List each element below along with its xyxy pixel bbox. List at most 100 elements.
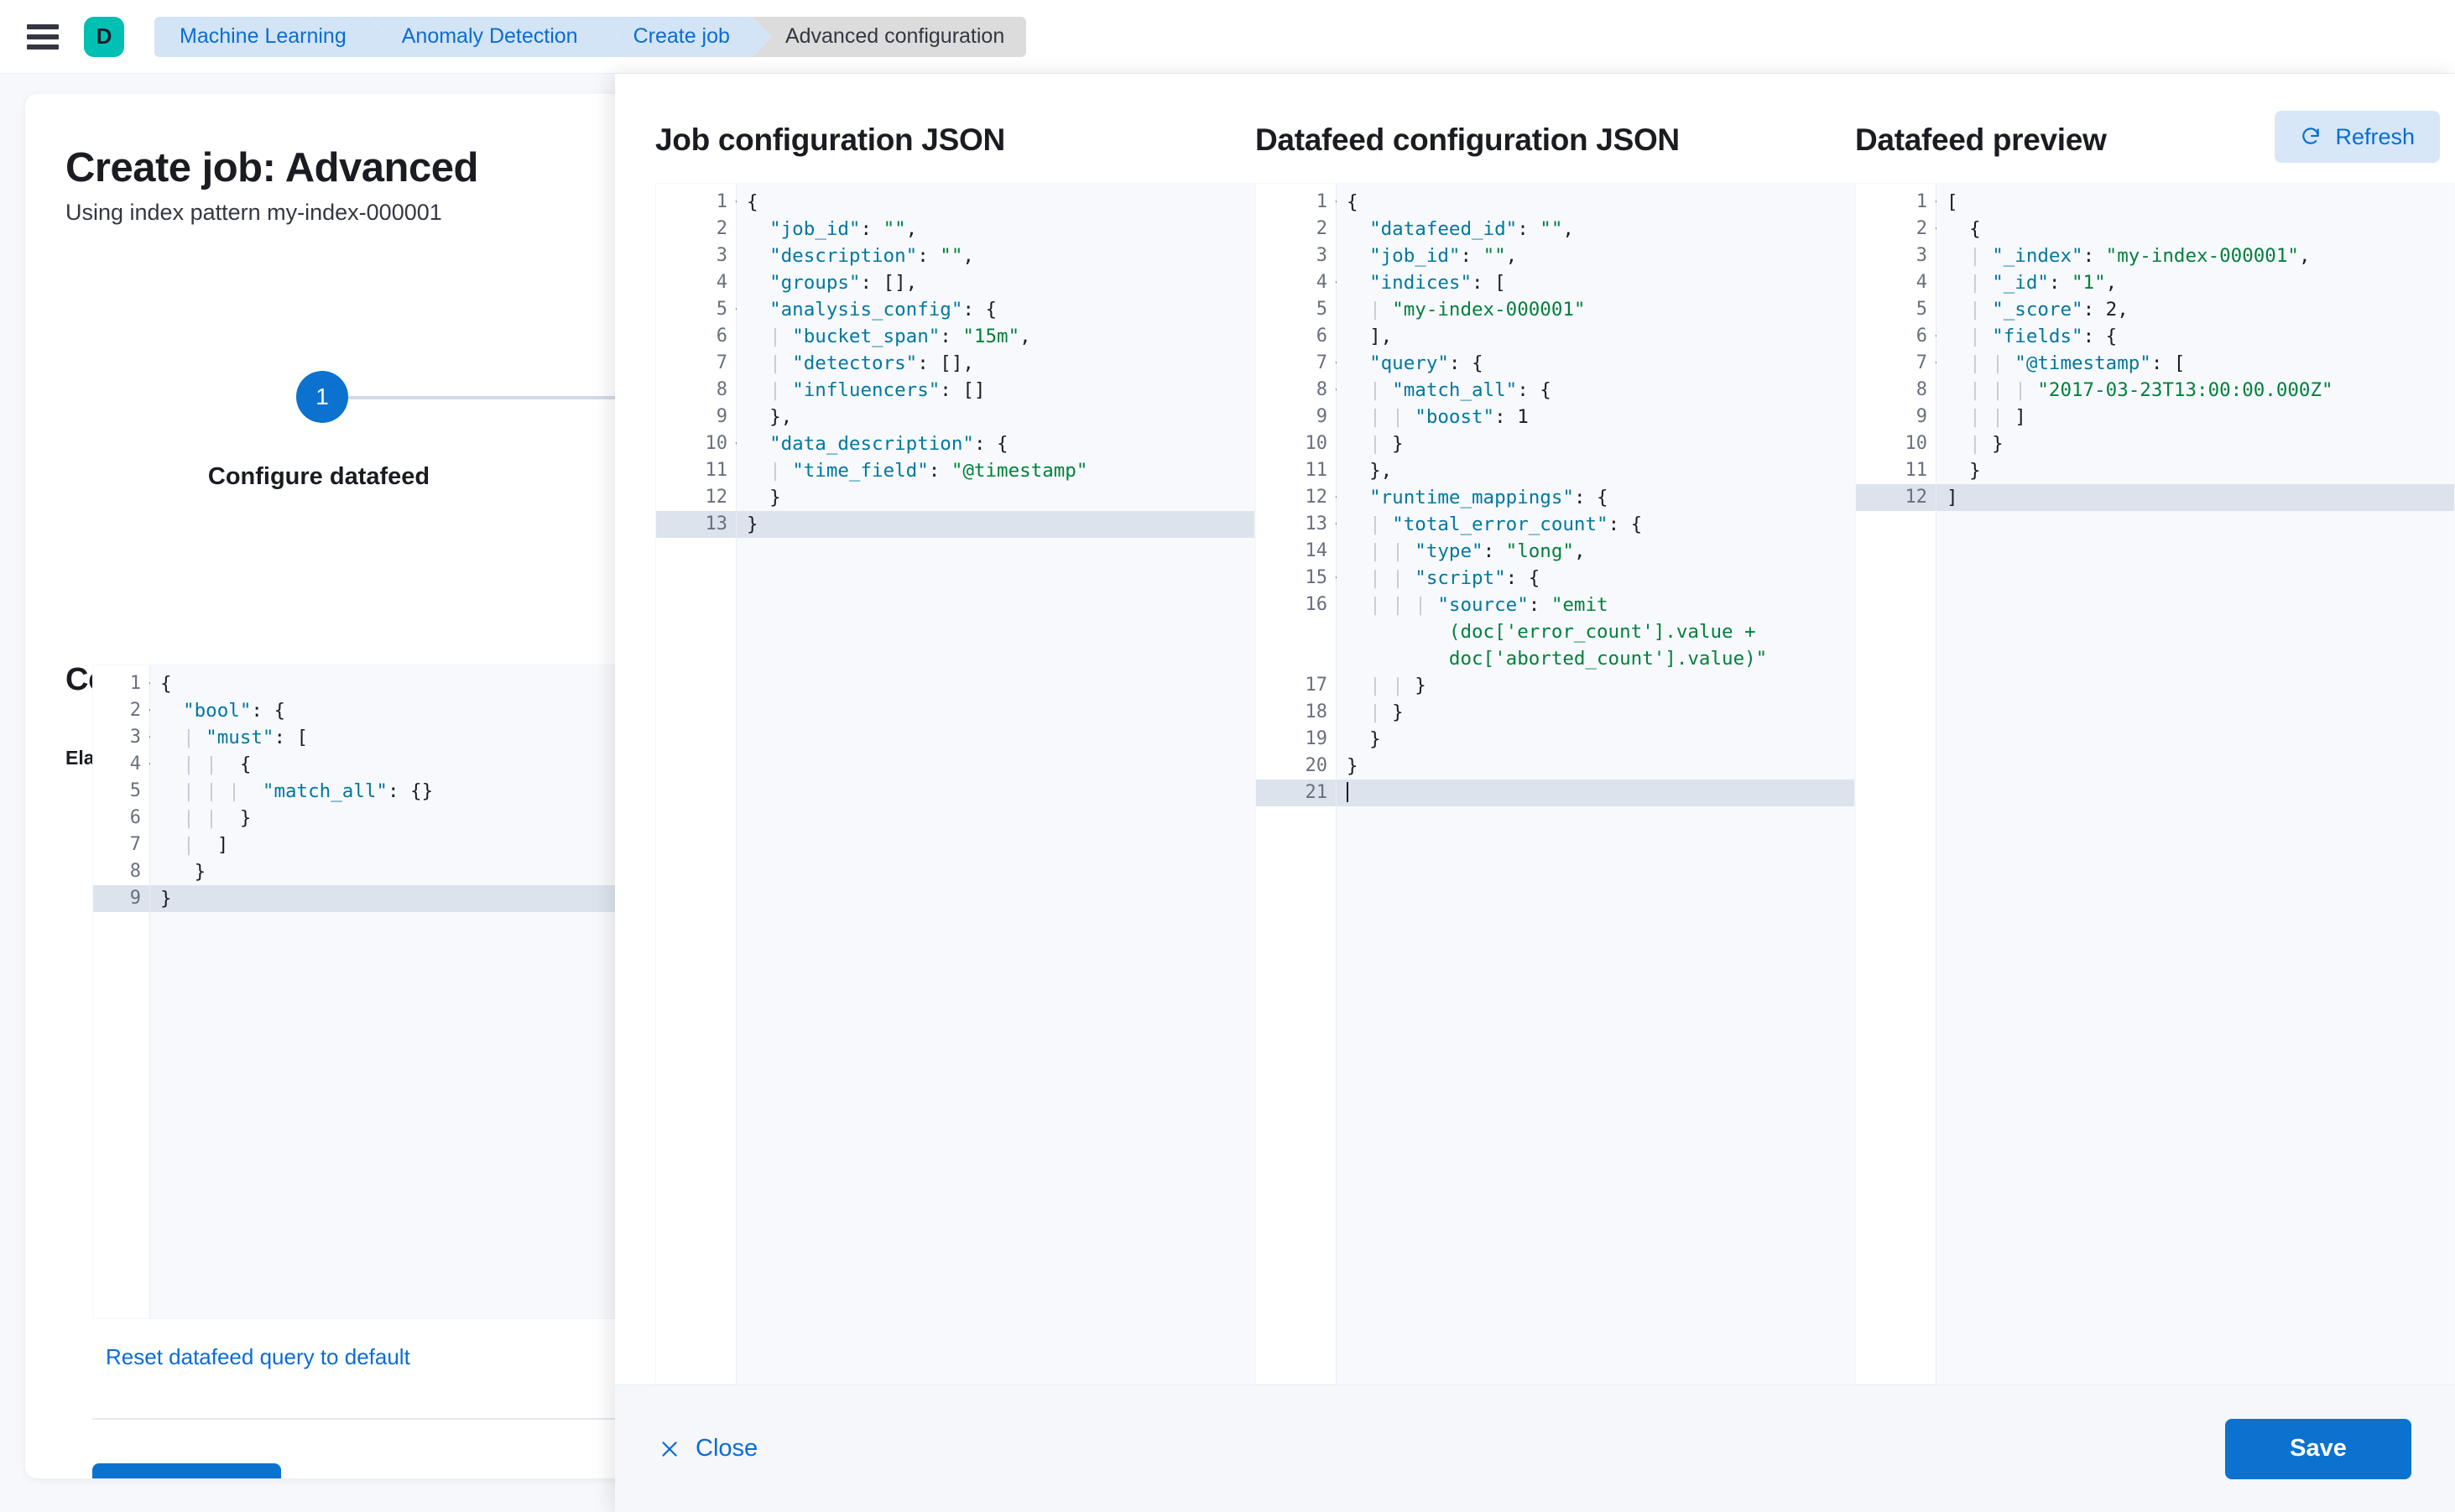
- editor-code-line[interactable]: "runtime_mappings": {: [1369, 487, 1608, 508]
- editor-code-area[interactable]: [ { | "_index": "my-index-000001", | "_i…: [1936, 184, 2454, 1384]
- editor-line-number: 10▾: [656, 430, 743, 457]
- editor-code-line[interactable]: | }: [1969, 433, 2004, 455]
- editor-code-line[interactable]: | "_id": "1",: [1969, 272, 2118, 294]
- editor-code-line[interactable]: "datafeed_id": "",: [1369, 218, 1574, 240]
- editor-code-line[interactable]: "description": "",: [769, 245, 974, 267]
- job-configuration-panel: Job configuration JSON 1▾2345▾678910▾111…: [655, 74, 1255, 1384]
- stepper-step-1-label: Configure datafeed: [207, 463, 430, 490]
- refresh-button[interactable]: Refresh: [2275, 111, 2440, 163]
- editor-code-line[interactable]: | | "script": {: [1369, 567, 1540, 589]
- editor-code-line[interactable]: },: [1347, 460, 1393, 482]
- app-header: D Machine Learning Anomaly Detection Cre…: [0, 0, 2455, 74]
- editor-code-line[interactable]: }: [160, 861, 206, 883]
- edit-json-button[interactable]: Edit JSON: [327, 1463, 438, 1479]
- editor-code-line[interactable]: | | "boost": 1: [1369, 406, 1529, 428]
- editor-code-line[interactable]: | "match_all": {: [1369, 379, 1551, 401]
- editor-line-number: 13▾: [1256, 511, 1342, 538]
- editor-line-number: 20: [1305, 755, 1328, 776]
- job-configuration-title: Job configuration JSON: [655, 123, 1005, 157]
- editor-code-line[interactable]: ],: [1347, 326, 1393, 347]
- editor-code-line[interactable]: "bool": {: [183, 700, 286, 722]
- editor-line-number: 9: [716, 406, 727, 427]
- editor-code-line[interactable]: "job_id": "",: [769, 218, 918, 240]
- editor-code-line[interactable]: }: [747, 487, 781, 508]
- editor-line-number: 4▾: [93, 751, 155, 778]
- editor-line-number: 5: [129, 780, 141, 801]
- editor-code-area[interactable]: { "datafeed_id": "", "job_id": "", "indi…: [1337, 184, 1854, 1384]
- hamburger-icon[interactable]: [27, 23, 59, 50]
- editor-code-line[interactable]: | "detectors": [],: [769, 352, 974, 374]
- editor-code-line[interactable]: }: [1947, 460, 1981, 482]
- avatar[interactable]: D: [84, 16, 124, 57]
- editor-code-line[interactable]: | "must": [: [183, 727, 309, 748]
- editor-line-number: 3▾: [93, 724, 155, 751]
- editor-code-line[interactable]: | | }: [183, 807, 252, 829]
- editor-code-line[interactable]: {: [1347, 191, 1358, 213]
- editor-code-line[interactable]: | }: [1369, 701, 1404, 723]
- editor-line-number: 7: [716, 352, 727, 373]
- editor-code-line[interactable]: | "influencers": []: [769, 379, 986, 401]
- editor-line-number: 10: [1905, 433, 1928, 454]
- editor-line-number: 16: [1305, 594, 1328, 615]
- reset-datafeed-query-link[interactable]: Reset datafeed query to default: [106, 1344, 410, 1369]
- editor-code-line[interactable]: {: [160, 673, 172, 695]
- next-button[interactable]: Next ❯: [92, 1463, 281, 1478]
- stepper-step-1[interactable]: 1: [296, 371, 348, 423]
- editor-code-line[interactable]: | | ]: [1969, 406, 2026, 428]
- editor-code-line[interactable]: | | | "2017-03-23T13:00:00.000Z": [1969, 379, 2333, 401]
- editor-line-number: 2: [716, 218, 727, 239]
- editor-code-line[interactable]: "indices": [: [1369, 272, 1506, 294]
- editor-code-line[interactable]: | "time_field": "@timestamp": [769, 460, 1088, 482]
- datafeed-configuration-editor[interactable]: 1▾234▾567▾8▾9101112▾13▾1415▾161718192021…: [1255, 183, 1855, 1384]
- editor-code-line[interactable]: }: [1347, 755, 1358, 777]
- editor-line-number: 6: [1316, 326, 1327, 347]
- editor-code-line[interactable]: ]: [1936, 484, 2454, 511]
- editor-code-line[interactable]: | | | "source": "emit (doc['error_count'…: [1369, 594, 1768, 670]
- editor-line-number: 5: [1316, 299, 1327, 320]
- editor-line-number: 12: [705, 487, 728, 508]
- editor-code-line[interactable]: | | | "match_all": {}: [183, 780, 434, 802]
- editor-code-line[interactable]: "query": {: [1369, 352, 1483, 374]
- editor-line-number: 19: [1305, 728, 1328, 749]
- editor-code-line[interactable]: }: [737, 511, 1254, 538]
- breadcrumb-item-create-job[interactable]: Create job: [599, 16, 773, 57]
- editor-code-line[interactable]: | "bucket_span": "15m",: [769, 326, 1031, 347]
- editor-code-line[interactable]: | | }: [1369, 675, 1426, 696]
- editor-code-line[interactable]: },: [747, 406, 793, 428]
- editor-code-line[interactable]: "data_description": {: [769, 433, 1009, 455]
- editor-code-line[interactable]: }: [150, 885, 645, 912]
- editor-code-area[interactable]: { "job_id": "", "description": "", "grou…: [737, 184, 1254, 1384]
- editor-line-number: 2: [1316, 218, 1327, 239]
- editor-line-number: 8▾: [1256, 377, 1342, 404]
- editor-code-line[interactable]: | | "type": "long",: [1369, 540, 1586, 562]
- editor-code-line[interactable]: | "fields": {: [1969, 326, 2118, 347]
- editor-code-line[interactable]: "analysis_config": {: [769, 299, 998, 321]
- editor-code-line[interactable]: | "total_error_count": {: [1369, 514, 1643, 535]
- editor-code-line[interactable]: {: [747, 191, 758, 213]
- editor-code-line[interactable]: [1337, 779, 1854, 806]
- editor-line-number: 1▾: [656, 189, 742, 216]
- editor-line-number: 6: [716, 326, 727, 347]
- editor-line-number: 5: [1916, 299, 1927, 320]
- editor-code-line[interactable]: | "my-index-000001": [1369, 299, 1586, 321]
- editor-code-line[interactable]: | "_index": "my-index-000001",: [1969, 245, 2311, 267]
- editor-code-line[interactable]: [: [1947, 191, 1958, 213]
- editor-code-line[interactable]: | }: [1369, 433, 1404, 455]
- editor-code-line[interactable]: | | "@timestamp": [: [1969, 352, 2186, 374]
- breadcrumb-item-anomaly-detection[interactable]: Anomaly Detection: [367, 16, 620, 57]
- editor-code-line[interactable]: | | {: [183, 753, 252, 775]
- close-button[interactable]: Close: [659, 1435, 758, 1462]
- editor-code-line[interactable]: }: [1347, 728, 1381, 750]
- editor-code-line[interactable]: {: [1947, 218, 1981, 240]
- editor-code-area[interactable]: { "bool": { | "must": [ | | { | | | "mat…: [150, 665, 645, 1318]
- breadcrumb-item-machine-learning[interactable]: Machine Learning: [154, 16, 388, 57]
- editor-code-line[interactable]: | "_score": 2,: [1969, 299, 2129, 321]
- breadcrumb-item-advanced-configuration[interactable]: Advanced configuration: [751, 16, 1027, 57]
- editor-code-line[interactable]: "groups": [],: [769, 272, 918, 294]
- editor-code-line[interactable]: | ]: [183, 834, 229, 856]
- save-button[interactable]: Save: [2225, 1418, 2411, 1479]
- editor-code-line[interactable]: "job_id": "",: [1369, 245, 1518, 267]
